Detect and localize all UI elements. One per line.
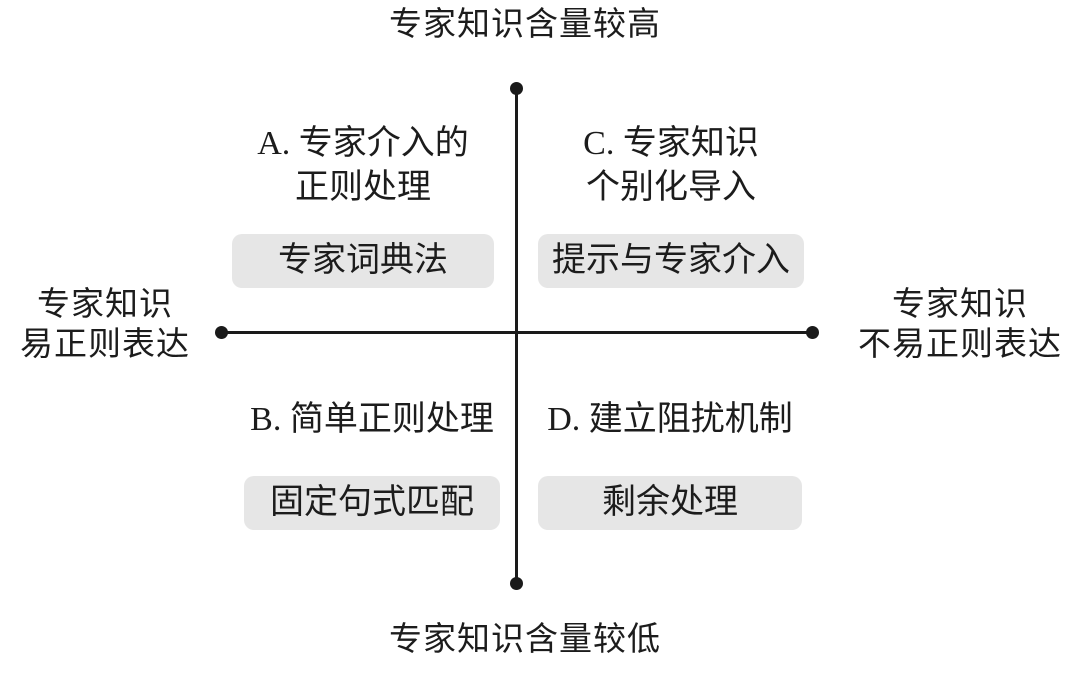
quadrant-b-title-line1: B. 简单正则处理 (250, 401, 494, 438)
axis-label-right-line2: 不易正则表达 (858, 327, 1062, 363)
axis-label-left-line2: 易正则表达 (20, 327, 190, 363)
quadrant-d-title-line1: D. 建立阻扰机制 (547, 401, 793, 438)
axis-endpoint-dot-top (510, 82, 523, 95)
quadrant-c-title-line1: C. 专家知识 (583, 125, 759, 162)
axis-label-right-line1: 专家知识 (892, 287, 1028, 323)
quadrant-c-badge: 提示与专家介入 (538, 234, 804, 288)
axis-label-bottom: 专家知识含量较低 (389, 622, 661, 658)
vertical-axis-line (515, 88, 518, 583)
axis-label-right: 专家知识 不易正则表达 (840, 285, 1080, 365)
quadrant-b-badge: 固定句式匹配 (244, 476, 500, 530)
axis-label-top: 专家知识含量较高 (389, 7, 661, 43)
quadrant-c-title-line2: 个别化导入 (586, 169, 756, 206)
horizontal-axis-line (221, 331, 813, 334)
axis-label-left: 专家知识 易正则表达 (0, 285, 210, 365)
axis-endpoint-dot-bottom (510, 577, 523, 590)
quadrant-a: A. 专家介入的 正则处理 专家词典法 (232, 122, 494, 288)
quadrant-a-title-line1: A. 专家介入的 (257, 125, 469, 162)
quadrant-c: C. 专家知识 个别化导入 提示与专家介入 (538, 122, 804, 288)
quadrant-b: B. 简单正则处理 固定句式匹配 (244, 398, 500, 530)
axis-endpoint-dot-right (806, 326, 819, 339)
axis-label-left-line1: 专家知识 (37, 287, 173, 323)
quadrant-d-badge: 剩余处理 (538, 476, 802, 530)
quadrant-a-badge: 专家词典法 (232, 234, 494, 288)
quadrant-a-title-line2: 正则处理 (295, 169, 431, 206)
quadrant-d: D. 建立阻扰机制 剩余处理 (538, 398, 802, 530)
axis-endpoint-dot-left (215, 326, 228, 339)
